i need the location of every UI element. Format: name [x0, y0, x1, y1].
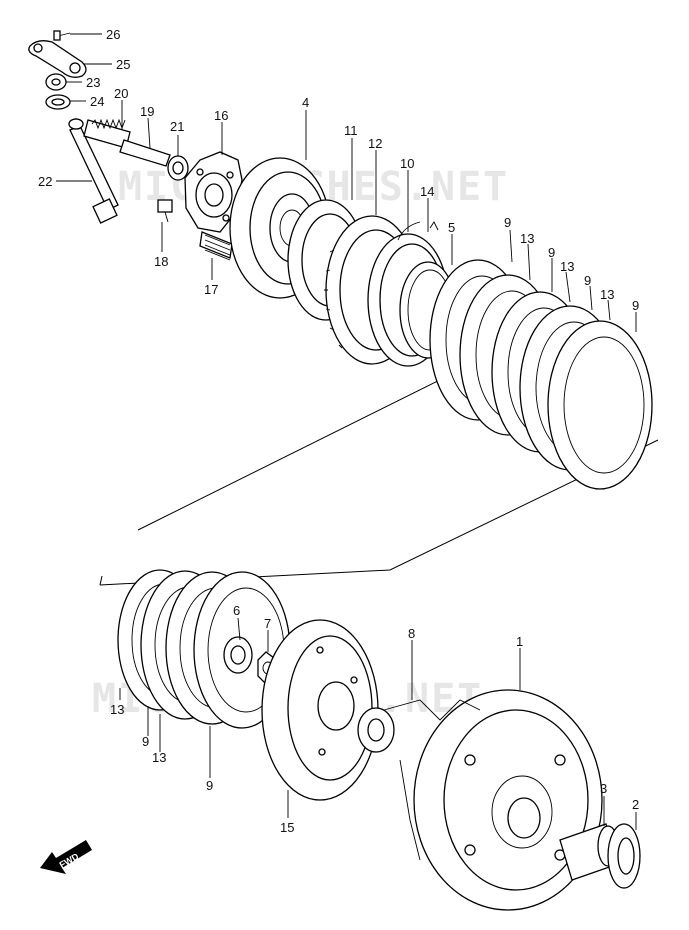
callout-3: 3 [600, 781, 607, 796]
callout-6: 6 [233, 603, 240, 618]
callout-15: 15 [280, 820, 294, 835]
callout-9: 9 [142, 734, 149, 749]
callout-25: 25 [116, 57, 130, 72]
callout-labels: 26 25 23 24 20 19 21 16 4 11 12 10 14 5 … [38, 27, 639, 835]
callout-9: 9 [548, 245, 555, 260]
callout-13: 13 [560, 259, 574, 274]
callout-20: 20 [114, 86, 128, 101]
section-frame-line [137, 354, 491, 531]
callout-1: 1 [516, 634, 523, 649]
callout-9: 9 [632, 298, 639, 313]
forward-direction-indicator: FWD [40, 840, 92, 874]
drive-plate-stack [429, 259, 653, 490]
callout-8: 8 [408, 626, 415, 641]
clutch-sleeve-hub-part [261, 619, 379, 801]
clutch-spring-part [199, 231, 233, 261]
bolt-part [157, 199, 173, 223]
callout-22: 22 [38, 174, 52, 189]
callout-23: 23 [86, 75, 100, 90]
oil-seal-part [45, 94, 71, 110]
callout-13: 13 [600, 287, 614, 302]
callout-9: 9 [584, 273, 591, 288]
release-lever-part [28, 40, 87, 78]
callout-7: 7 [264, 616, 271, 631]
callout-24: 24 [90, 94, 104, 109]
callout-14: 14 [420, 184, 434, 199]
callout-13: 13 [110, 702, 124, 717]
washer-part [45, 73, 67, 91]
callout-16: 16 [214, 108, 228, 123]
pressure-plate-part [184, 151, 243, 233]
callout-9: 9 [504, 215, 511, 230]
screw-part [53, 30, 71, 41]
release-rod-part [68, 117, 119, 224]
callout-11: 11 [344, 123, 358, 138]
leader-lines [56, 33, 637, 830]
callout-13: 13 [152, 750, 166, 765]
callout-26: 26 [106, 27, 120, 42]
callout-17: 17 [204, 282, 218, 297]
nut-part [223, 636, 253, 674]
callout-4: 4 [302, 95, 309, 110]
callout-2: 2 [632, 797, 639, 812]
push-rod-part [119, 139, 171, 167]
callout-18: 18 [154, 254, 168, 269]
callout-9: 9 [206, 778, 213, 793]
thrust-washer-part [357, 707, 395, 753]
callout-21: 21 [170, 119, 184, 134]
clutch-housing-part [383, 689, 603, 911]
bushing-part [607, 823, 641, 889]
callout-12: 12 [368, 136, 382, 151]
section-frame-line [99, 575, 103, 586]
bearing-part [167, 155, 189, 181]
circlip-part [397, 221, 439, 241]
callout-10: 10 [400, 156, 414, 171]
callout-5: 5 [448, 220, 455, 235]
callout-13: 13 [520, 231, 534, 246]
callout-19: 19 [140, 104, 154, 119]
